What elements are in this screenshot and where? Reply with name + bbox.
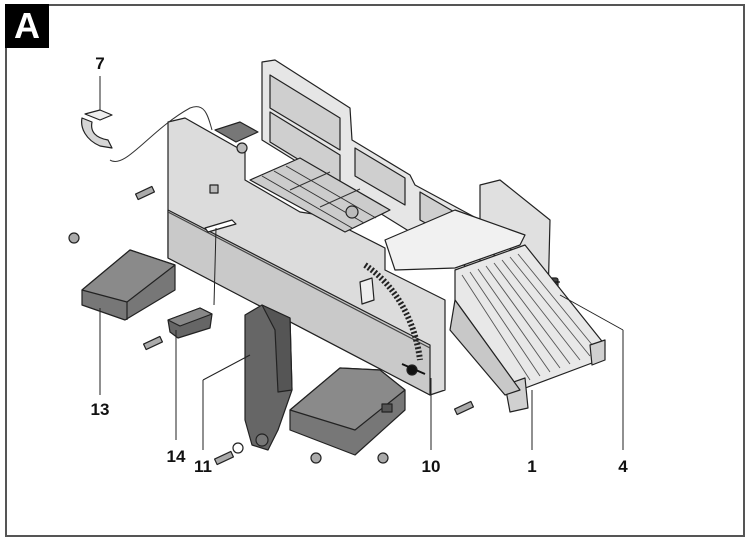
- clip: [81, 106, 213, 163]
- base-rail-table: [449, 244, 606, 413]
- main-housing: [167, 117, 446, 396]
- end-cap-left: [81, 249, 176, 321]
- callout-14: 14: [166, 447, 186, 466]
- callout-4: 4: [618, 457, 628, 476]
- leader-lines: [99, 76, 624, 450]
- figure-label-badge: A: [5, 4, 49, 48]
- right-cover-block: [289, 367, 406, 456]
- callout-11: 11: [194, 457, 212, 476]
- angle-scale-knob: [401, 363, 426, 376]
- small-clamp-block: [167, 307, 213, 339]
- callout-7: 7: [95, 54, 105, 73]
- screws: [68, 185, 475, 466]
- callout-10: 10: [421, 457, 441, 476]
- top-sheet: [384, 209, 526, 271]
- angle-scale: [359, 262, 423, 361]
- callout-13: 13: [90, 400, 110, 419]
- callout-1: 1: [527, 457, 537, 476]
- vertical-bracket: [244, 304, 293, 451]
